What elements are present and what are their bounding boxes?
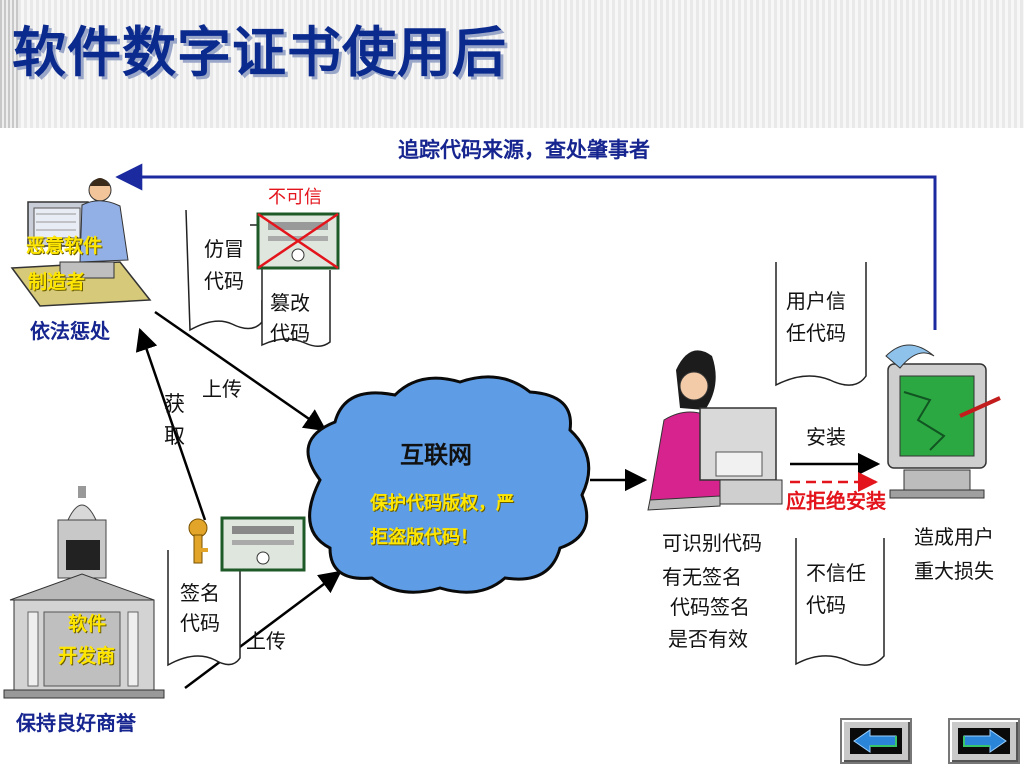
untrusted-label: 不可信: [268, 187, 322, 208]
loss-line2: 重大损失: [914, 559, 994, 583]
obtain-label-2: 取: [164, 424, 185, 448]
trace-arrow-label: 追踪代码来源，查处肇事者: [398, 138, 650, 162]
untrusted-code-line1: 不信任: [806, 561, 866, 585]
refuse-install-label: 应拒绝安装: [786, 489, 886, 513]
fake-code-line1: 仿冒: [204, 237, 244, 261]
prev-button-face: [850, 728, 902, 754]
user-illustration: [647, 350, 783, 511]
untrusted-code-line2: 代码: [806, 593, 846, 617]
trusted-code-line2: 任代码: [786, 321, 846, 345]
signed-code-line2: 代码: [180, 611, 220, 635]
upload-arrow-top: [154, 310, 327, 432]
fake-code-line2: 代码: [204, 269, 244, 293]
offender-caption: 依法惩处: [30, 319, 110, 343]
damaged-computer: [885, 344, 1001, 499]
publisher-building: [3, 486, 165, 699]
upload-label-top: 上传: [202, 377, 242, 401]
untrusted-code-document: [795, 538, 885, 666]
obtain-label-1: 获: [164, 392, 185, 416]
next-slide-button[interactable]: [948, 718, 1020, 764]
user-line3: 代码签名: [670, 595, 750, 619]
install-label: 安装: [806, 425, 846, 449]
publisher-overlay-line2: 开发商: [58, 645, 116, 667]
internet-body-line1: 保护代码版权，严: [370, 493, 514, 514]
next-button-face: [958, 728, 1010, 754]
trace-arrow: [115, 163, 937, 330]
signed-code-document: [167, 516, 306, 667]
trusted-code-line1: 用户信: [786, 289, 846, 313]
internet-cloud: [306, 375, 591, 594]
page-title: 软件数字证书使用后: [12, 20, 507, 84]
user-line1: 可识别代码: [662, 531, 762, 555]
trusted-code-document: [775, 262, 867, 387]
offender-illustration: [10, 178, 152, 307]
slide-header: [0, 0, 1024, 128]
user-line4: 是否有效: [668, 627, 748, 651]
loss-line1: 造成用户: [914, 525, 994, 549]
obtain-arrow: [135, 327, 207, 521]
upload-label-bottom: 上传: [246, 629, 286, 653]
tampered-code-line2: 代码: [270, 321, 310, 345]
tampered-code-line1: 篡改: [270, 291, 310, 315]
internet-body-line2: 拒盗版代码！: [370, 527, 478, 548]
offender-overlay-line1: 恶意软件: [26, 235, 103, 257]
arrow-left-icon: [853, 729, 897, 753]
internet-title: 互联网: [400, 441, 472, 469]
publisher-overlay-line1: 软件: [68, 613, 107, 635]
user-line2: 有无签名: [662, 565, 742, 589]
upload-arrow-bottom: [184, 570, 342, 690]
prev-slide-button[interactable]: [840, 718, 912, 764]
fake-code-document: [185, 209, 340, 347]
arrow-right-icon: [963, 729, 1007, 753]
offender-overlay-line2: 制造者: [28, 271, 86, 293]
header-stripe: [0, 0, 18, 128]
signed-code-line1: 签名: [180, 581, 220, 605]
publisher-caption: 保持良好商誉: [16, 711, 136, 735]
